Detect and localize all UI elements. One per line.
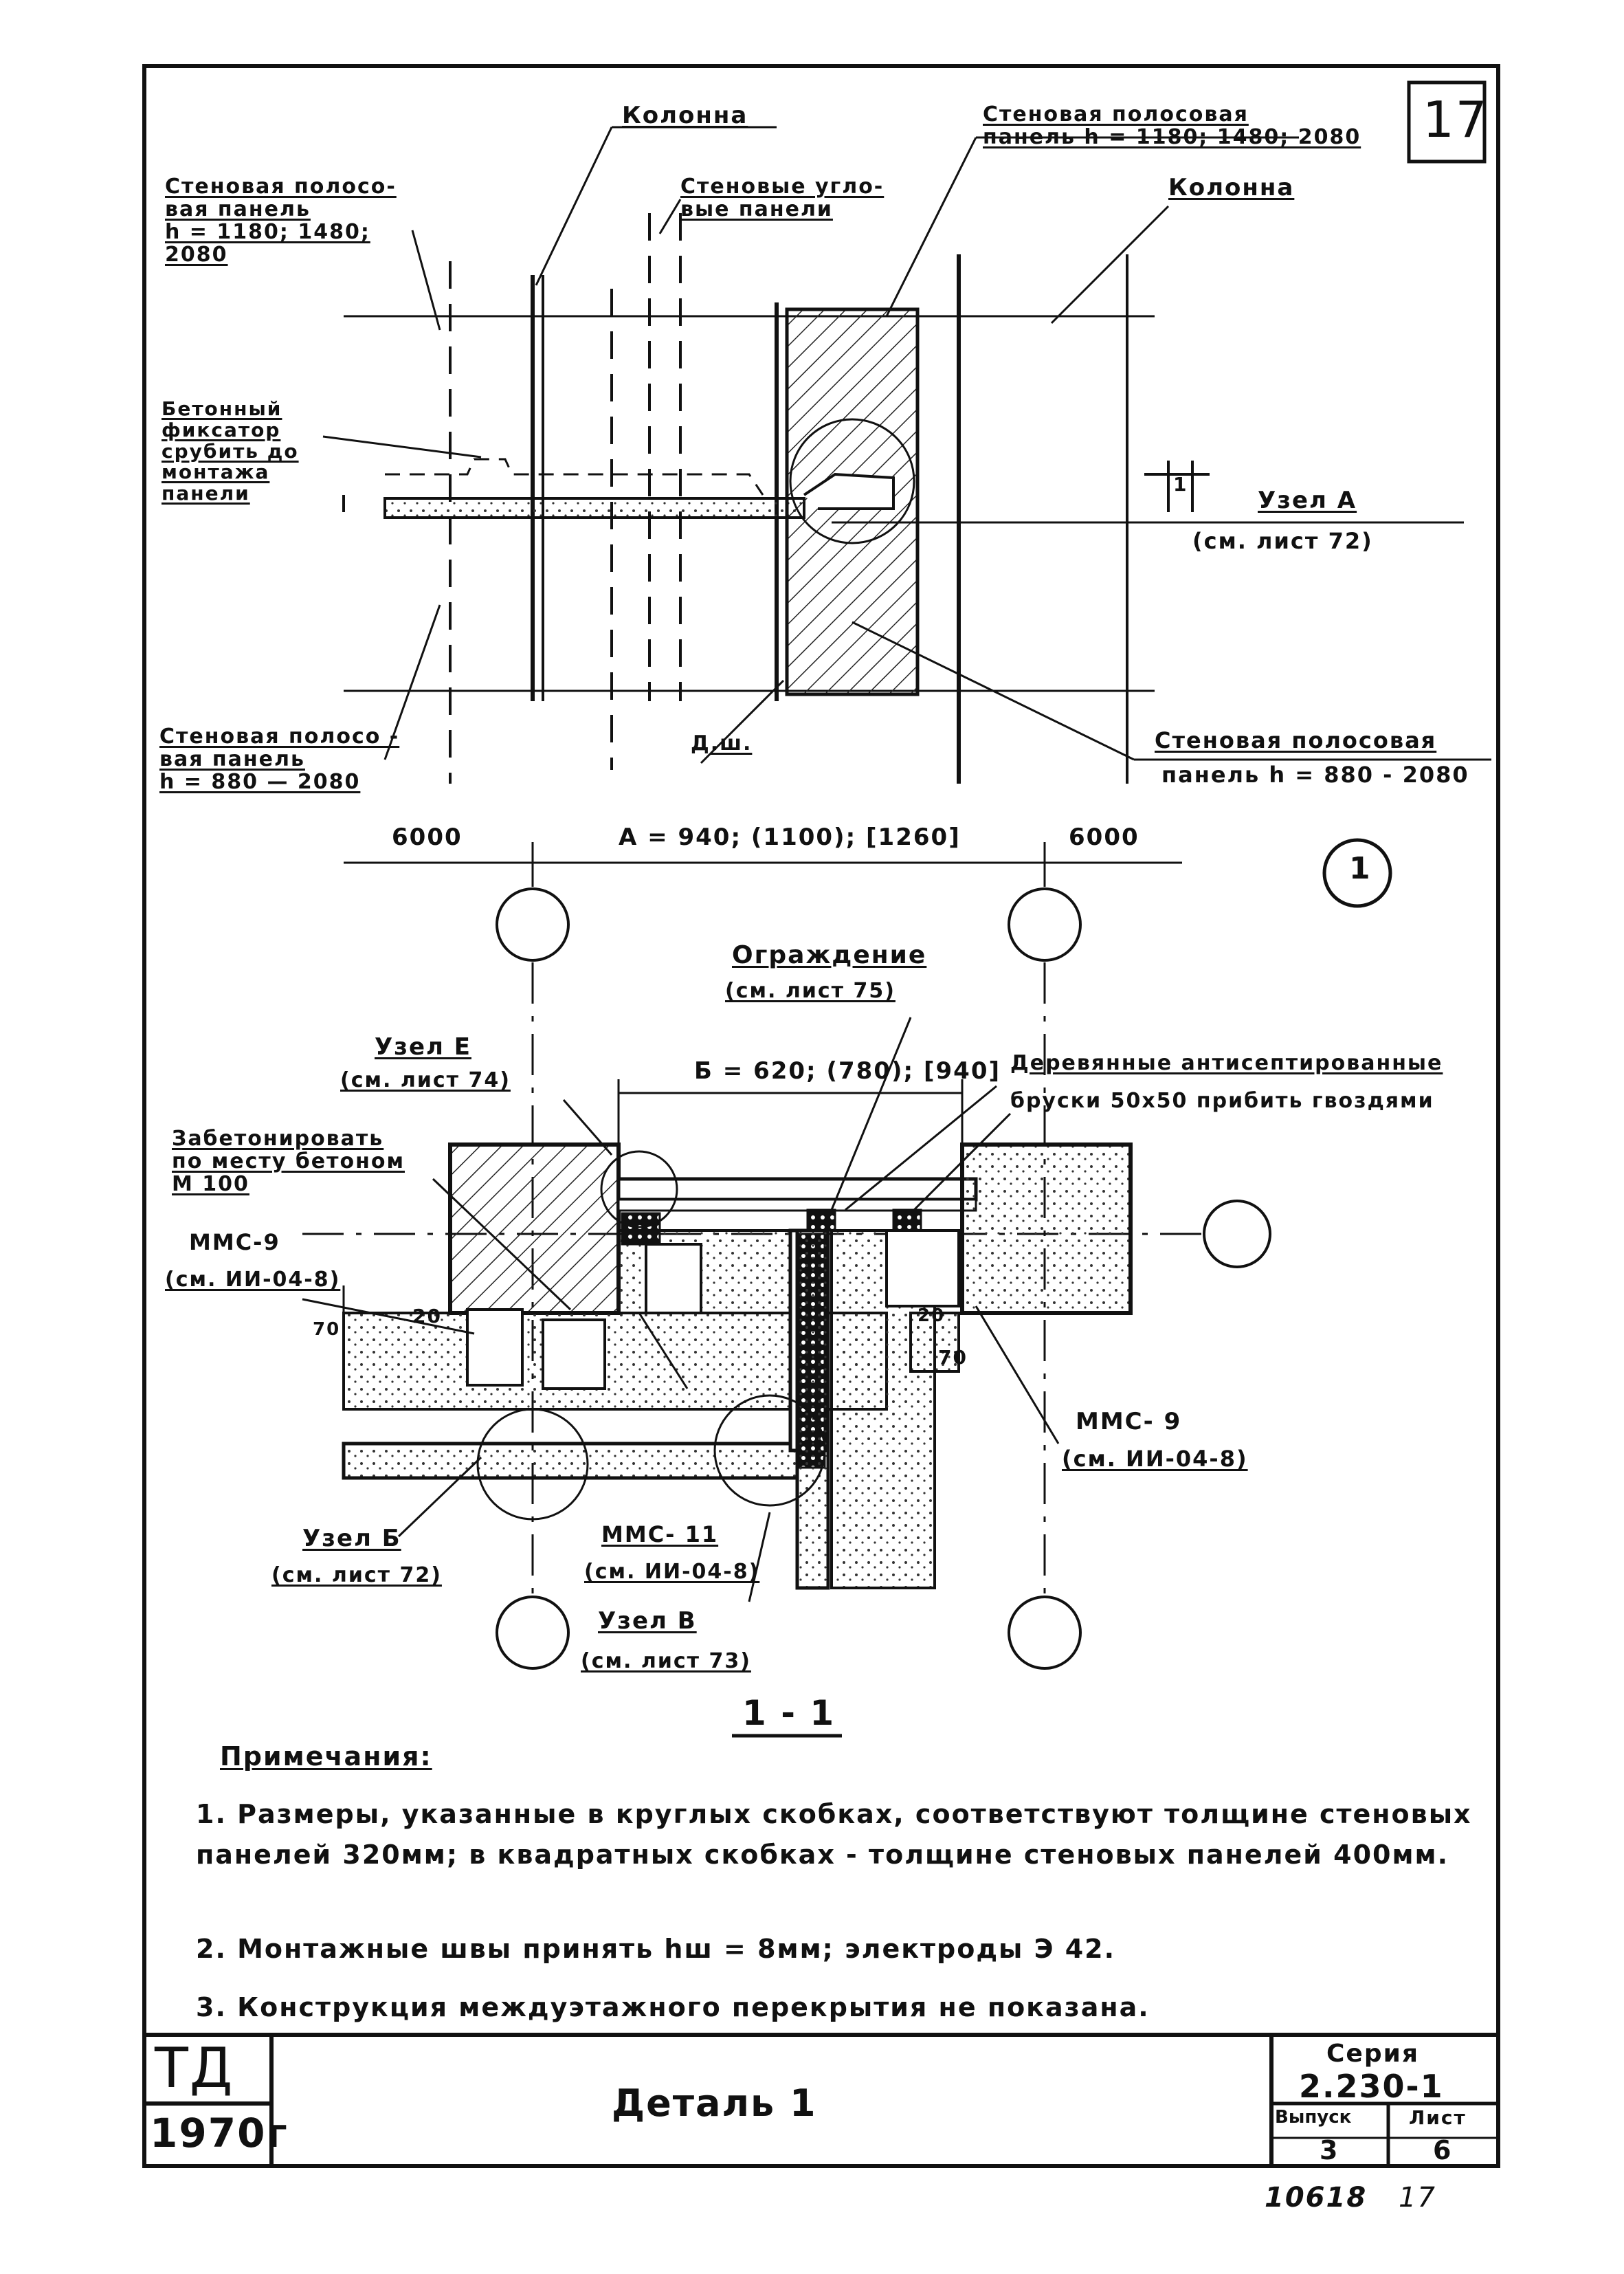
- node-v-ref: (см. лист 73): [581, 1649, 751, 1673]
- mms9-left-label: ММС-9: [189, 1229, 280, 1255]
- section-view: [302, 962, 1271, 1738]
- sheet-label: Лист: [1409, 2106, 1467, 2129]
- node-v-label: Узел В: [598, 1607, 697, 1635]
- mms9-left-ref: (см. ИИ-04-8): [165, 1268, 341, 1292]
- section-mark-top: 1: [1173, 473, 1188, 496]
- fence-ref: (см. лист 75): [725, 979, 896, 1003]
- org-label: ТД: [155, 2036, 234, 2100]
- node-b-label: Узел Б: [302, 1525, 401, 1552]
- panel-top-right-label: Стеновая полосовая панель h = 1180; 1480…: [983, 102, 1361, 149]
- mms9-right-ref: (см. ИИ-04-8): [1062, 1446, 1248, 1472]
- issue-label: Выпуск: [1275, 2107, 1352, 2128]
- fence-label: Ограждение: [732, 941, 927, 969]
- note-item-2: 2. Монтажные швы принять hш = 8мм; элект…: [196, 1934, 1116, 1964]
- dim-70-right: 70: [938, 1346, 968, 1369]
- inventory-number: 10618: [1265, 2182, 1368, 2214]
- node-e-ref: (см. лист 74): [340, 1068, 511, 1092]
- mms11-label: ММС- 11: [601, 1521, 719, 1547]
- corner-panels-label: Стеновые угло- вые панели: [680, 175, 885, 221]
- dim-center: А = 940; (1100); [1260]: [619, 824, 961, 851]
- page-number: 17: [1399, 2182, 1436, 2214]
- dim-20-right: 20: [917, 1305, 946, 1326]
- detail-marker: 1: [1349, 851, 1372, 886]
- year-label: 1970г: [150, 2110, 289, 2156]
- wood-bars-label-2: бруски 50x50 прибить гвоздями: [1010, 1089, 1434, 1113]
- sheet-frame: [142, 64, 1500, 2168]
- notes-heading: Примечания:: [220, 1741, 432, 1771]
- panel-bottom-right-label-2: панель h = 880 - 2080: [1161, 762, 1469, 788]
- kolonna-left-label: Колонна: [622, 102, 748, 129]
- node-a-ref: (см. лист 72): [1192, 528, 1373, 554]
- concrete-fill-label: Забетонировать по месту бетоном М 100: [172, 1127, 405, 1196]
- mms11-ref: (см. ИИ-04-8): [584, 1560, 760, 1584]
- dim-70-left: 70: [313, 1319, 341, 1340]
- note-item-3: 3. Конструкция междуэтажного перекрытия …: [196, 1992, 1150, 2022]
- sheet-value: 6: [1433, 2135, 1453, 2165]
- node-e-label: Узел Е: [375, 1033, 471, 1061]
- node-b-ref: (см. лист 72): [271, 1563, 442, 1587]
- kolonna-right-label: Колонна: [1168, 174, 1295, 201]
- wood-bars-label-1: Деревянные антисептированные: [1010, 1051, 1443, 1075]
- series-value: 2.230-1: [1299, 2068, 1444, 2105]
- node-a-label: Узел А: [1258, 487, 1357, 514]
- concrete-fixer-label: Бетонный фиксатор срубить до монтажа пан…: [162, 397, 299, 505]
- dim-b: Б = 620; (780); [940]: [694, 1057, 1001, 1085]
- section-title: 1 - 1: [742, 1693, 836, 1733]
- dim-left: 6000: [392, 824, 463, 851]
- panel-top-left-label: Стеновая полосо- вая панель h = 1180; 14…: [165, 175, 397, 267]
- drawing-title: Деталь 1: [612, 2082, 817, 2125]
- plan-view: [322, 126, 1491, 962]
- dim-20-left: 20: [412, 1305, 442, 1327]
- dsh-label: Д.ш.: [691, 731, 753, 755]
- dim-right: 6000: [1069, 824, 1139, 851]
- note-item-1: 1. Размеры, указанные в круглых скобках,…: [196, 1799, 1472, 1870]
- title-block: [144, 2033, 1498, 2166]
- issue-value: 3: [1320, 2135, 1339, 2165]
- mms9-right-label: ММС- 9: [1076, 1408, 1182, 1435]
- panel-bottom-right-label-1: Стеновая полосовая: [1155, 727, 1437, 753]
- series-label: Серия: [1326, 2040, 1419, 2068]
- panel-bottom-left-label: Стеновая полосо - вая панель h = 880 — 2…: [159, 725, 400, 794]
- sheet-number: 17: [1423, 91, 1489, 148]
